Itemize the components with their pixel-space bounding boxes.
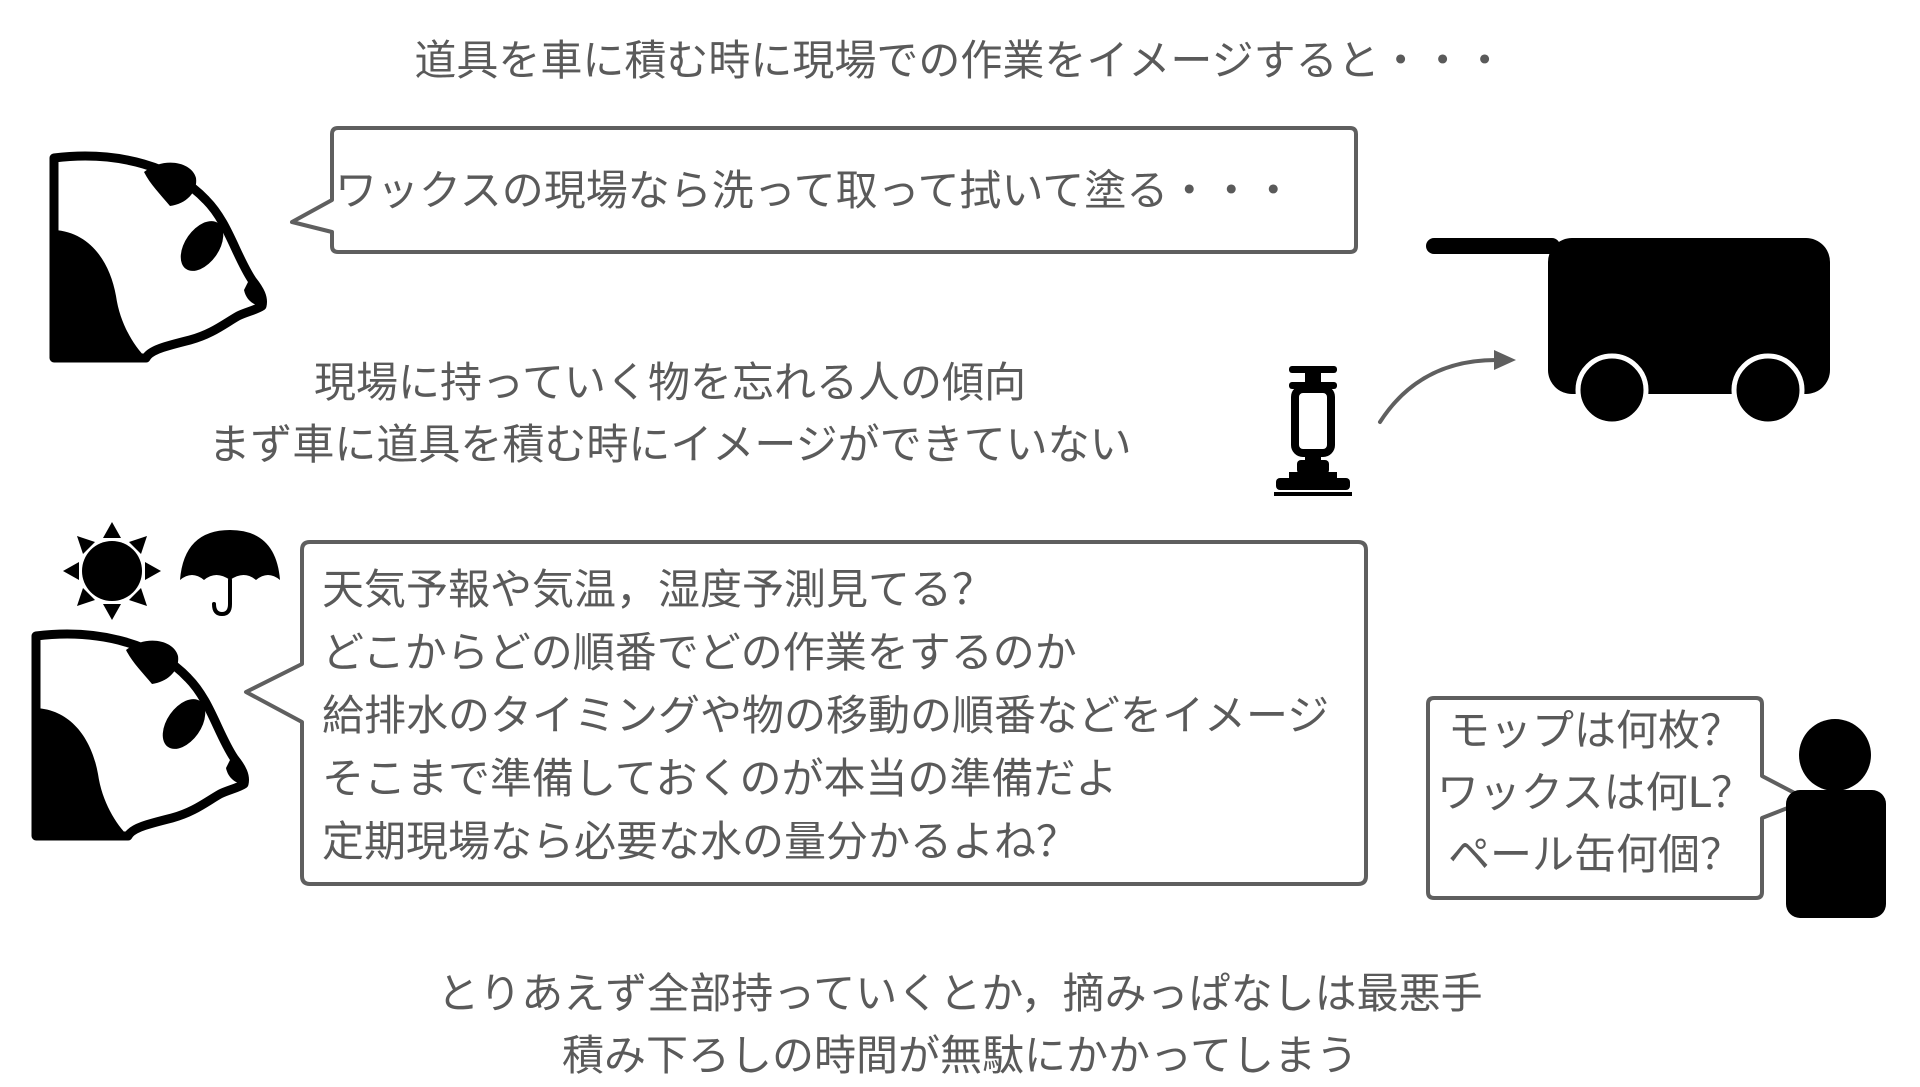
sun-icon (63, 522, 161, 620)
main-bubble-line: 天気予報や気温，湿度予測見てる？ (322, 565, 995, 614)
floor-polisher-icon (1274, 366, 1352, 496)
main-bubble-line: どこからどの順番でどの作業をするのか (322, 628, 1077, 677)
curved-arrow-icon (1378, 350, 1516, 424)
bottom-note-line: とりあえず全部持っていくとか，摘みっぱなしは最悪手 (437, 969, 1483, 1018)
small-bubble-line: ワックスは何L？ (1436, 768, 1754, 817)
main-bubble-line: 給排水のタイミングや物の移動の順番などをイメージ (322, 691, 1330, 740)
main-bubble-text: 天気予報や気温，湿度予測見てる？ どこからどの順番でどの作業をするのか 給排水の… (322, 558, 1329, 873)
diagram-title: 道具を車に積む時に現場での作業をイメージすると・・・ (414, 36, 1506, 85)
top-speech-bubble (290, 126, 1358, 254)
main-bubble-line: 定期現場なら必要な水の量分かるよね？ (322, 817, 1079, 866)
panda-head-icon (49, 151, 267, 363)
main-speech-bubble (244, 540, 1368, 886)
small-bubble-line: ペール缶何個？ (1447, 830, 1742, 879)
tendency-text: 現場に持っていく物を忘れる人の傾向 まず車に道具を積む時にイメージができていない (200, 352, 1140, 476)
person-icon (1786, 719, 1886, 918)
bottom-note: とりあえず全部持っていくとか，摘みっぱなしは最悪手 積み下ろしの時間が無駄にかか… (0, 963, 1920, 1087)
small-speech-bubble (1426, 696, 1810, 900)
umbrella-icon (180, 530, 280, 617)
tendency-line: まず車に道具を積む時にイメージができていない (208, 420, 1132, 469)
small-bubble-text: モップは何枚？ ワックスは何L？ ペール缶何個？ (1430, 700, 1760, 886)
top-bubble-text: ワックスの現場なら洗って取って拭いて塗る・・・ (335, 166, 1295, 215)
panda-head-icon (31, 629, 249, 841)
main-bubble-line: そこまで準備しておくのが本当の準備だよ (322, 754, 1118, 803)
bottom-note-line: 積み下ろしの時間が無駄にかかってしまう (562, 1031, 1358, 1080)
cart-icon (1426, 238, 1830, 427)
tendency-line: 現場に持っていく物を忘れる人の傾向 (314, 358, 1026, 407)
small-bubble-line: モップは何枚？ (1447, 706, 1742, 755)
